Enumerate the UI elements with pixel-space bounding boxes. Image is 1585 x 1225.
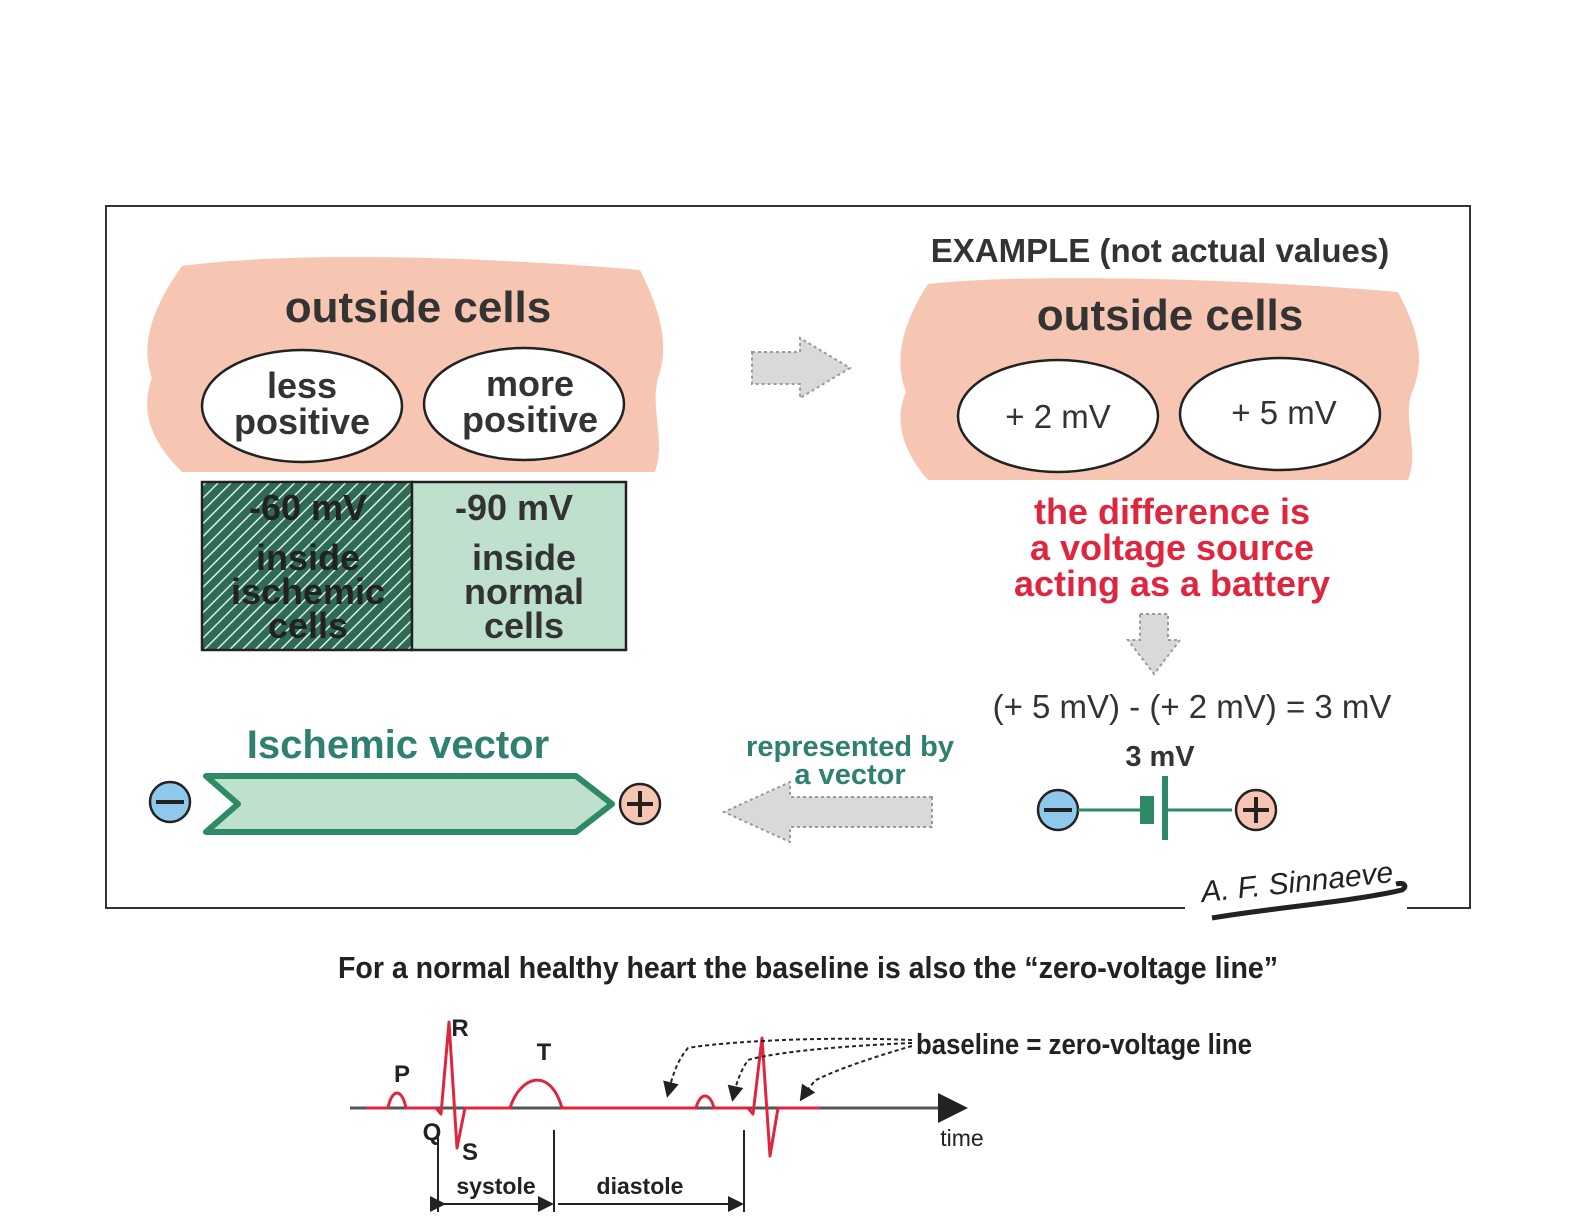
normal-cells-box <box>410 480 628 652</box>
ischemic-mv-label: -60 mV <box>249 487 367 528</box>
plus-5mv-label: + 5 mV <box>1231 394 1336 431</box>
cycle-brackets <box>430 1130 745 1212</box>
normal-inside-line3: cells <box>484 605 564 646</box>
panel-frame <box>105 205 1471 909</box>
ischemic-inside-line3: cells <box>268 605 348 646</box>
normal-inside-line2: normal <box>464 571 584 612</box>
ischemic-vector-arrow <box>203 773 615 835</box>
normal-inside-line1: inside <box>472 537 576 578</box>
equation-label: (+ 5 mV) - (+ 2 mV) = 3 mV <box>993 688 1392 725</box>
time-label: time <box>940 1125 983 1151</box>
ecg-caption: For a normal healthy heart the baseline … <box>338 950 1278 985</box>
more-positive-ellipse <box>422 346 626 462</box>
systole-label: systole <box>456 1173 535 1199</box>
plus-2mv-ellipse <box>956 358 1160 474</box>
wave-p: P <box>394 1061 410 1088</box>
plus-5mv-ellipse <box>1178 356 1382 472</box>
battery-symbol <box>1036 776 1278 840</box>
example-heading: EXAMPLE (not actual values) <box>931 232 1389 269</box>
wave-q: Q <box>423 1119 442 1146</box>
more-positive-line1: more <box>486 363 574 404</box>
baseline-label: baseline = zero-voltage line <box>916 1029 1252 1061</box>
ischemic-inside-line1: inside <box>256 537 360 578</box>
wave-r: R <box>451 1015 468 1042</box>
less-positive-line1: less <box>267 365 337 406</box>
right-dotted-arrow <box>751 336 852 400</box>
battery-label: 3 mV <box>1125 741 1195 773</box>
represented-line2: a vector <box>794 759 905 791</box>
ischemic-vector-title: Ischemic vector <box>247 723 549 767</box>
diastole-label: diastole <box>597 1173 684 1199</box>
difference-line2: a voltage source <box>1030 527 1314 568</box>
right-outside-cells-label: outside cells <box>1037 291 1304 340</box>
vector-minus-icon <box>148 780 192 824</box>
down-dotted-arrow <box>1125 613 1183 676</box>
baseline-pointers <box>663 1037 913 1102</box>
difference-line3: acting as a battery <box>1014 563 1330 604</box>
ischemic-cells-box <box>200 480 414 652</box>
difference-line1: the difference is <box>1034 491 1310 532</box>
less-positive-line2: positive <box>234 401 370 442</box>
more-positive-line2: positive <box>462 399 598 440</box>
normal-mv-label: -90 mV <box>455 487 573 528</box>
left-dotted-arrow <box>721 780 933 844</box>
less-positive-ellipse <box>200 348 404 464</box>
ischemic-inside-line2: ischemic <box>231 571 385 612</box>
wave-s: S <box>462 1139 478 1166</box>
wave-t: T <box>537 1039 552 1066</box>
plus-2mv-label: + 2 mV <box>1005 398 1110 435</box>
left-outside-cells-label: outside cells <box>285 283 552 332</box>
represented-line1: represented by <box>746 731 954 763</box>
ecg-trace <box>366 1020 820 1158</box>
vector-plus-icon <box>618 782 662 826</box>
